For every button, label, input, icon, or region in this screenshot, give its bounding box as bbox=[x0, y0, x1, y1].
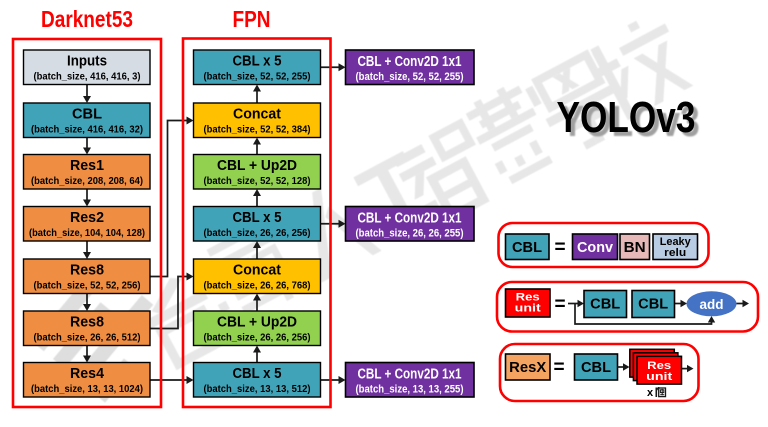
svg-text:CBL + Up2D: CBL + Up2D bbox=[217, 158, 297, 174]
svg-text:YOLOv3: YOLOv3 bbox=[557, 93, 696, 142]
svg-text:(batch_size, 52, 52, 255): (batch_size, 52, 52, 255) bbox=[356, 71, 464, 83]
svg-text:CBL + Up2D: CBL + Up2D bbox=[217, 315, 297, 331]
svg-text:unit: unit bbox=[515, 303, 541, 315]
svg-text:Inputs: Inputs bbox=[67, 54, 107, 70]
svg-text:(batch_size, 13, 13, 1024): (batch_size, 13, 13, 1024) bbox=[31, 383, 143, 395]
svg-text:(batch_size, 104, 104, 128): (batch_size, 104, 104, 128) bbox=[29, 227, 145, 239]
svg-text:(batch_size, 26, 26, 255): (batch_size, 26, 26, 255) bbox=[356, 228, 464, 240]
svg-text:CBL + Conv2D 1x1: CBL + Conv2D 1x1 bbox=[358, 54, 462, 70]
svg-text:(batch_size, 13, 13, 512): (batch_size, 13, 13, 512) bbox=[204, 383, 311, 395]
svg-text:(batch_size, 13, 13, 255): (batch_size, 13, 13, 255) bbox=[356, 384, 464, 396]
svg-text:CBL: CBL bbox=[72, 107, 102, 123]
svg-text:(batch_size, 26, 26, 512): (batch_size, 26, 26, 512) bbox=[34, 332, 141, 344]
svg-text:CBL x 5: CBL x 5 bbox=[233, 366, 282, 382]
svg-text:x: x bbox=[647, 387, 654, 399]
svg-text:CBL: CBL bbox=[512, 240, 542, 256]
svg-text:CBL x 5: CBL x 5 bbox=[233, 54, 282, 70]
svg-text:CBL + Conv2D 1x1: CBL + Conv2D 1x1 bbox=[358, 367, 462, 383]
svg-text:CBL x 5: CBL x 5 bbox=[233, 210, 282, 226]
svg-text:(batch_size, 26, 26, 256): (batch_size, 26, 26, 256) bbox=[204, 332, 311, 344]
svg-text:Concat: Concat bbox=[233, 263, 281, 279]
svg-text:(batch_size, 208, 208, 64): (batch_size, 208, 208, 64) bbox=[31, 175, 143, 187]
svg-text:(batch_size, 52, 52, 256): (batch_size, 52, 52, 256) bbox=[34, 280, 141, 292]
svg-text:(batch_size, 26, 26, 256): (batch_size, 26, 26, 256) bbox=[204, 227, 311, 239]
svg-text:Res: Res bbox=[647, 360, 671, 372]
svg-text:Darknet53: Darknet53 bbox=[41, 6, 133, 32]
svg-text:relu: relu bbox=[664, 247, 686, 259]
svg-text:Leaky: Leaky bbox=[660, 236, 692, 248]
svg-text:Res2: Res2 bbox=[70, 210, 104, 226]
svg-text:unit: unit bbox=[646, 371, 672, 383]
svg-text:Res8: Res8 bbox=[70, 315, 104, 331]
svg-text:add: add bbox=[700, 296, 724, 312]
svg-text:(batch_size, 416, 416, 32): (batch_size, 416, 416, 32) bbox=[31, 124, 143, 136]
svg-text:(batch_size, 26, 26, 768): (batch_size, 26, 26, 768) bbox=[204, 280, 311, 292]
svg-text:CBL: CBL bbox=[638, 297, 668, 313]
svg-text:(batch_size, 52, 52, 384): (batch_size, 52, 52, 384) bbox=[204, 124, 311, 136]
svg-text:(batch_size, 416, 416, 3): (batch_size, 416, 416, 3) bbox=[34, 71, 141, 83]
svg-text:FPN: FPN bbox=[233, 6, 271, 32]
svg-text:Res1: Res1 bbox=[70, 158, 104, 174]
svg-text:CBL: CBL bbox=[590, 297, 620, 313]
svg-text:Res4: Res4 bbox=[70, 366, 104, 382]
svg-text:YOLOv3: YOLOv3 bbox=[561, 97, 700, 146]
svg-text:(batch_size, 52, 52, 128): (batch_size, 52, 52, 128) bbox=[204, 175, 311, 187]
svg-text:Res: Res bbox=[516, 292, 540, 304]
svg-text:=: = bbox=[553, 357, 564, 378]
svg-text:ResX: ResX bbox=[509, 360, 546, 376]
svg-text:CBL: CBL bbox=[581, 360, 611, 376]
svg-text:Res8: Res8 bbox=[70, 263, 104, 279]
svg-text:=: = bbox=[554, 294, 565, 315]
svg-text:Conv: Conv bbox=[577, 240, 613, 256]
svg-text:CBL + Conv2D 1x1: CBL + Conv2D 1x1 bbox=[358, 211, 462, 227]
svg-text:Concat: Concat bbox=[233, 107, 281, 123]
svg-text:BN: BN bbox=[624, 240, 646, 256]
svg-text:=: = bbox=[554, 237, 565, 258]
svg-text:(batch_size, 52, 52, 255): (batch_size, 52, 52, 255) bbox=[204, 71, 311, 83]
